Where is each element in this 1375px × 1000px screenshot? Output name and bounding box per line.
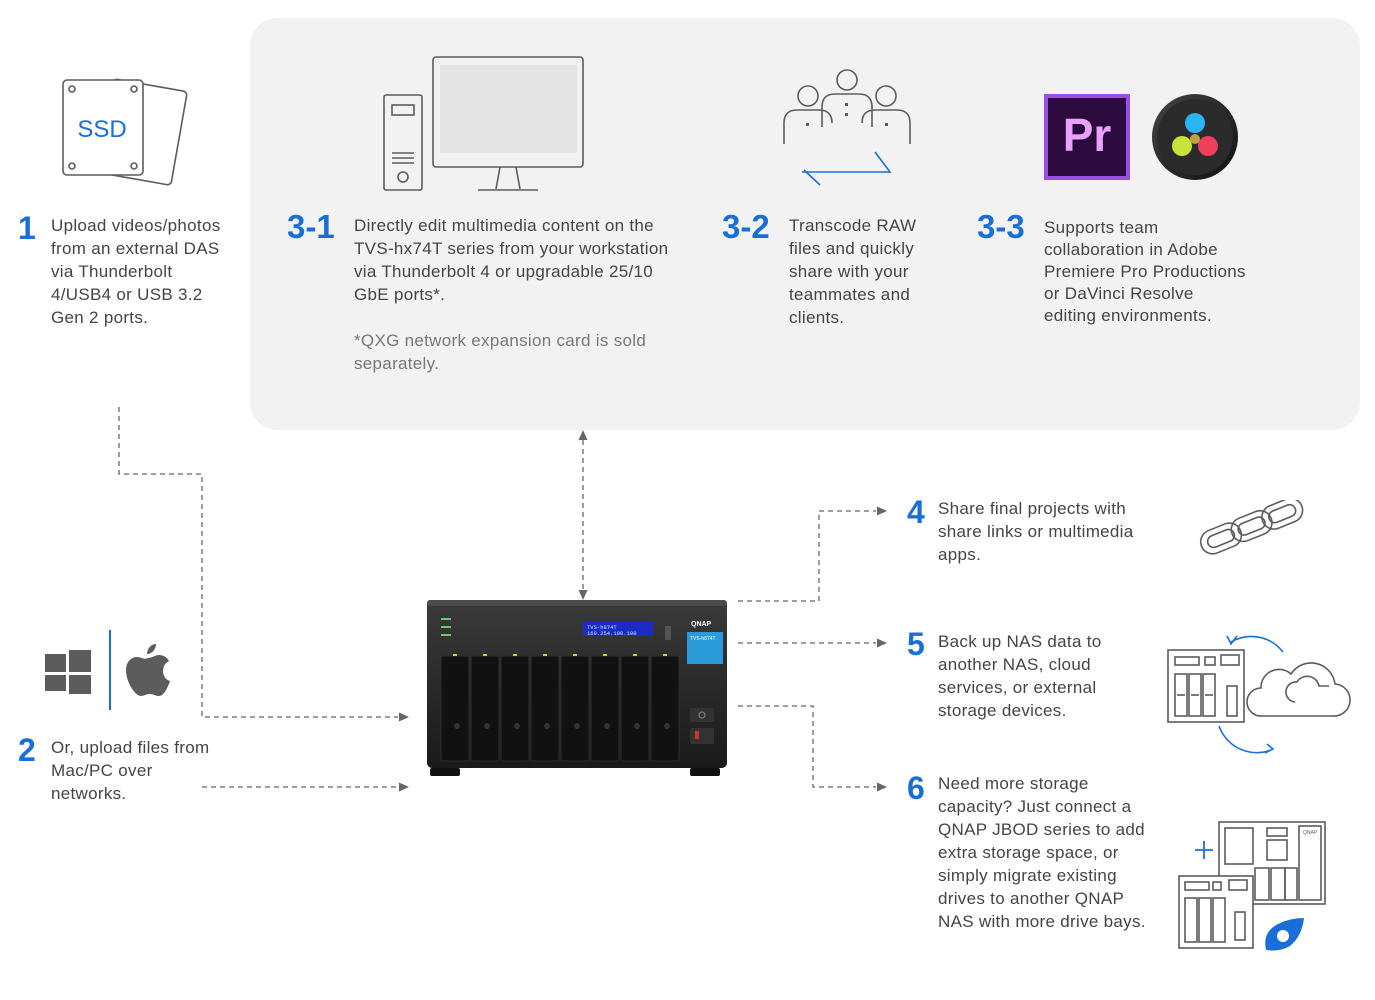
step-3-3-text: Supports team collaboration in Adobe Pre…: [1044, 218, 1246, 325]
step-6-text: Need more storage capacity? Just connect…: [938, 774, 1146, 931]
ssd-label: SSD: [77, 116, 126, 143]
jbod-expansion-icon: QNAP: [1178, 821, 1326, 951]
step-5-text: Back up NAS data to another NAS, cloud s…: [938, 632, 1102, 720]
premiere-pro-icon: Pr: [1044, 94, 1130, 180]
step-3-1-number: 3-1: [287, 208, 335, 245]
step-3-1-note: *QXG network expansion card is sold sepa…: [354, 331, 647, 373]
nas-model: TVS-h874T: [690, 636, 716, 642]
workstation-icon: [383, 56, 584, 191]
nas-lcd-line2: 169.254.100.100: [587, 630, 637, 637]
backup-cloud-icon: [1167, 635, 1351, 754]
nas-lcd-line1: TVS-h874T: [587, 624, 617, 631]
davinci-resolve-icon: [1152, 94, 1238, 180]
step-3-3-number: 3-3: [977, 208, 1025, 245]
apple-icon: [126, 644, 170, 696]
step-4-text: Share final projects with share links or…: [938, 499, 1134, 564]
ssd-drives-icon: SSD: [62, 78, 188, 186]
step-5-number: 5: [907, 626, 925, 662]
step-3-1-text: Directly edit multimedia content on the …: [354, 216, 669, 304]
nas-device-image: TVS-h874T 169.254.100.100 QNAP TVS-h874T: [427, 600, 727, 776]
step-3-2-number: 3-2: [722, 208, 770, 245]
premiere-label: Pr: [1062, 109, 1112, 161]
step-1-number: 1: [18, 210, 36, 246]
windows-icon: [45, 650, 91, 694]
step-2-text: Or, upload files from Mac/PC over networ…: [51, 738, 210, 803]
step-4-number: 4: [907, 494, 925, 530]
jbod-brand: QNAP: [1303, 830, 1318, 836]
nas-brand: QNAP: [691, 621, 712, 628]
step-1-text: Upload videos/photos from an external DA…: [51, 216, 221, 327]
step-3-2-text: Transcode RAW files and quickly share wi…: [789, 216, 917, 327]
os-divider: [109, 630, 111, 710]
step-6-number: 6: [907, 770, 925, 806]
step-2-number: 2: [18, 732, 36, 768]
team-share-icon: [783, 69, 911, 186]
chain-link-icon: [1199, 500, 1304, 555]
